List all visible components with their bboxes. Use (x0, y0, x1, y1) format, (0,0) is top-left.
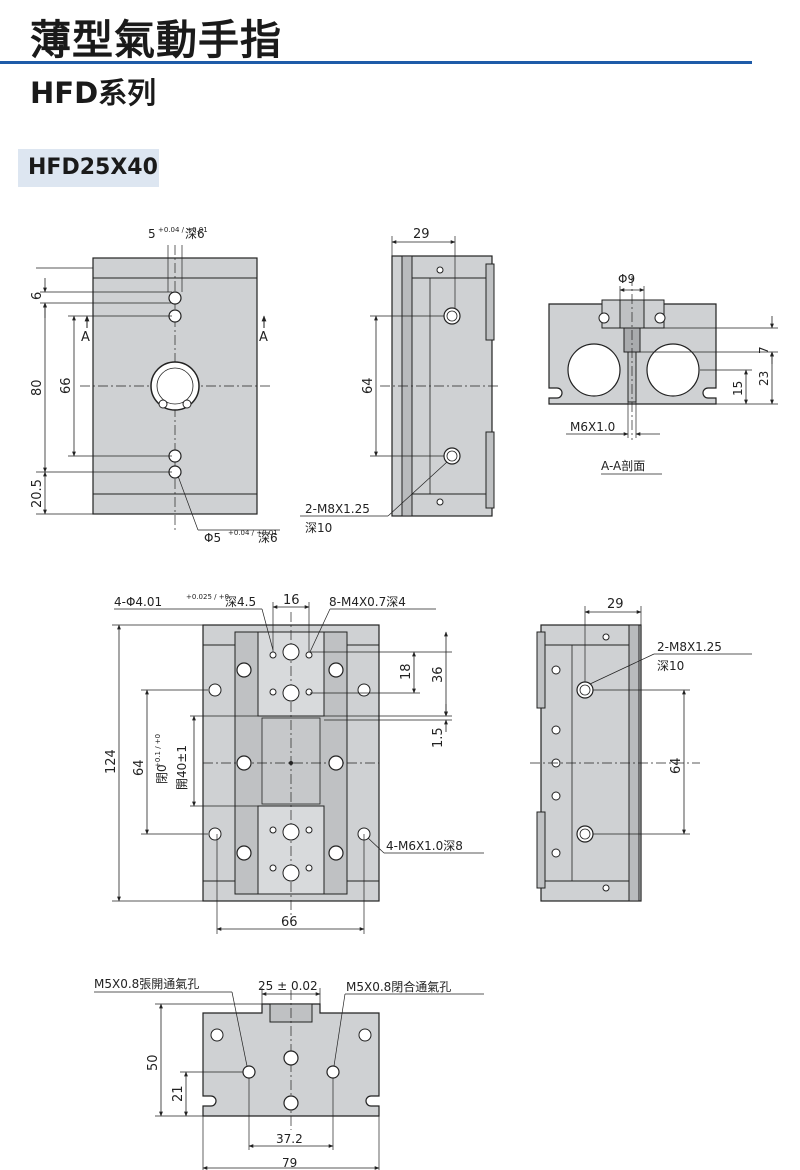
close-port-icon (326, 1065, 340, 1079)
m6-hole-icon (236, 662, 252, 678)
section-marker-left: A (81, 330, 90, 345)
open-stroke-label: 開40±1 (175, 745, 189, 790)
pin-hole-icon (168, 291, 182, 305)
m6-hole-icon (236, 845, 252, 861)
dim-37-2-label: 37.2 (276, 1132, 303, 1146)
air-port-icon (283, 1050, 299, 1066)
dim-66-label: 66 (59, 377, 74, 394)
dim-80-label: 80 (30, 379, 45, 396)
open-port-icon (242, 1065, 256, 1079)
page-title: 薄型氣動手指 (30, 16, 282, 64)
side-hole-icon (208, 827, 222, 841)
closed-stroke-label: 閉0 (155, 764, 169, 784)
dim-5-depth: 深6 (185, 227, 205, 241)
side-view-1: 29 64 2-M8X1.25 深10 (300, 227, 500, 535)
dim-16-label: 16 (283, 593, 300, 608)
dim-20-5-label: 20.5 (30, 479, 45, 508)
dim-6-label: 6 (30, 292, 45, 300)
model-badge: HFD25X40 (18, 149, 159, 187)
thread-note: 2-M8X1.25 (657, 640, 722, 654)
dim-66-label: 66 (281, 915, 298, 930)
dim-hole-label: Φ5 (204, 531, 221, 545)
section-view: Φ9 15 7 23 M6X1.0 A-A剖面 (548, 272, 778, 475)
dim-hole-tolerance: +0.04 / +0.01 (228, 529, 278, 537)
side-view-2: 29 2-M8X1.25 深10 64 (530, 597, 752, 902)
thread-label: M6X1.0 (570, 420, 615, 434)
dim-29-label: 29 (413, 227, 430, 242)
thread-depth: 深10 (657, 659, 684, 673)
pins-depth: 深4.5 (225, 595, 256, 609)
thread-depth: 深10 (305, 521, 332, 535)
section-marker-right: A (259, 330, 268, 345)
dim-29-label: 29 (607, 597, 624, 612)
bottom-view: 124 64 閉0 +0.1 / +0 開40±1 66 16 4-Φ4.01 … (104, 593, 484, 934)
dim-7-label: 7 (757, 346, 771, 354)
dim-64-label: 64 (669, 757, 684, 774)
air-port-icon (283, 1095, 299, 1111)
center-bore-icon (150, 361, 200, 411)
dim-5-label: 5 (148, 227, 156, 241)
thread-hole-icon (443, 447, 461, 465)
dim-15-label: 15 (731, 381, 745, 396)
title-divider (0, 61, 752, 64)
m6-hole-icon (328, 845, 344, 861)
dim-124-label: 124 (104, 749, 119, 774)
pins-tolerance: +0.025 / +0 (186, 593, 229, 601)
series-subtitle: HFD系列 (30, 76, 157, 110)
thread-hole-icon (443, 307, 461, 325)
section-label: A-A剖面 (601, 459, 645, 473)
dim-1-5-label: 1.5 (431, 727, 446, 748)
side-hole-icon (208, 683, 222, 697)
cylinder-bore-icon (646, 343, 700, 397)
dim-25-label: 25 ± 0.02 (258, 979, 318, 993)
dim-hole-depth: 深6 (258, 531, 278, 545)
close-port-label: M5X0.8閉合通氣孔 (346, 979, 451, 994)
dim-5-tolerance: +0.04 / +0.01 (158, 226, 208, 234)
dim-18-label: 18 (399, 663, 414, 680)
cylinder-bore-icon (567, 343, 621, 397)
dim-64-label: 64 (361, 377, 376, 394)
top-view: 6 80 66 20.5 5 +0.04 / +0.01 深6 A A Φ5 +… (30, 226, 280, 545)
dim-36-label: 36 (431, 666, 446, 683)
dim-phi9-label: Φ9 (618, 272, 635, 286)
thread-note: 2-M8X1.25 (305, 502, 370, 516)
open-port-label: M5X0.8張開通氣孔 (94, 977, 199, 991)
dim-50-label: 50 (146, 1054, 161, 1071)
dim-21-label: 21 (171, 1085, 186, 1102)
thread-hole-icon (576, 825, 594, 843)
side-hole-icon (357, 683, 371, 697)
m6-hole-icon (328, 662, 344, 678)
m6-note: 4-M6X1.0深8 (386, 839, 463, 853)
m6-hole-icon (328, 755, 344, 771)
dim-64-label: 64 (132, 759, 147, 776)
dim-23-label: 23 (757, 371, 771, 386)
m6-hole-icon (236, 755, 252, 771)
thread-hole-icon (576, 681, 594, 699)
m4-note: 8-M4X0.7深4 (329, 595, 406, 609)
closed-stroke-tolerance: +0.1 / +0 (154, 734, 162, 768)
end-view: M5X0.8張開通氣孔 M5X0.8閉合通氣孔 25 ± 0.02 50 21 … (94, 977, 484, 1170)
pins-note: 4-Φ4.01 (114, 595, 162, 609)
dim-79-label: 79 (282, 1156, 297, 1170)
